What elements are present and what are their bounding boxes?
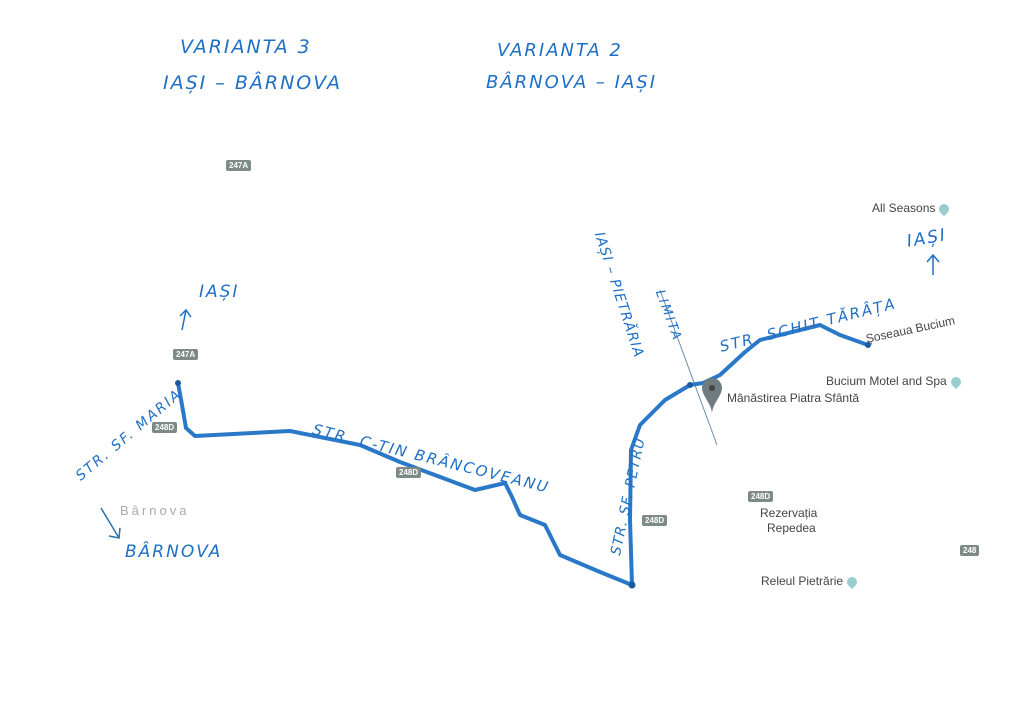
- area-repedea: Repedea: [767, 521, 816, 535]
- route-junction-dot: [628, 581, 636, 589]
- poi-all-seasons[interactable]: All Seasons: [872, 201, 952, 216]
- road-shield: 248D: [396, 467, 422, 478]
- poi-releul[interactable]: Releul Pietrărie: [761, 574, 860, 589]
- road-shield: 248D: [642, 515, 668, 526]
- road-shield: 247A: [173, 349, 199, 360]
- poi-label: All Seasons: [872, 201, 936, 215]
- limit-line: [659, 289, 718, 446]
- variant2-title: VARIANTA 2: [497, 40, 623, 61]
- poi-bucium-motel[interactable]: Bucium Motel and Spa: [826, 374, 963, 389]
- route-limit-dot: [687, 382, 693, 388]
- place-pin-icon: [844, 574, 860, 589]
- poi-manastirea[interactable]: Mânăstirea Piatra Sfântă: [727, 391, 860, 405]
- iasi-left-label: IAȘI: [199, 282, 240, 302]
- road-shield: 248: [960, 545, 980, 556]
- barnova-arrow-label: BÂRNOVA: [125, 542, 223, 562]
- hotel-pin-icon: [937, 201, 952, 216]
- variant2-route: BÂRNOVA – IAȘI: [486, 72, 658, 93]
- map-pin-icon: [702, 378, 722, 414]
- road-shield: 248D: [748, 491, 774, 502]
- road-shield: 247A: [226, 160, 252, 171]
- road-shield: 248D: [152, 422, 178, 433]
- town-barnova: Bârnova: [120, 503, 190, 518]
- arrow-down-right-icon: [100, 507, 121, 539]
- poi-label: Bucium Motel and Spa: [826, 374, 947, 388]
- route-variant-2: [628, 323, 870, 587]
- hotel-pin-icon: [948, 374, 963, 389]
- route-variant-3: [176, 381, 634, 587]
- arrow-up-left-icon: [179, 308, 192, 331]
- area-rezervatia: Rezervația: [760, 506, 818, 520]
- route-end-dot: [865, 342, 871, 348]
- arrow-up-right-icon: [926, 253, 940, 275]
- variant3-route: IAȘI – BÂRNOVA: [163, 72, 342, 94]
- variant3-title: VARIANTA 3: [180, 36, 312, 58]
- route-start-dot: [175, 380, 181, 386]
- poi-label: Releul Pietrărie: [761, 574, 844, 588]
